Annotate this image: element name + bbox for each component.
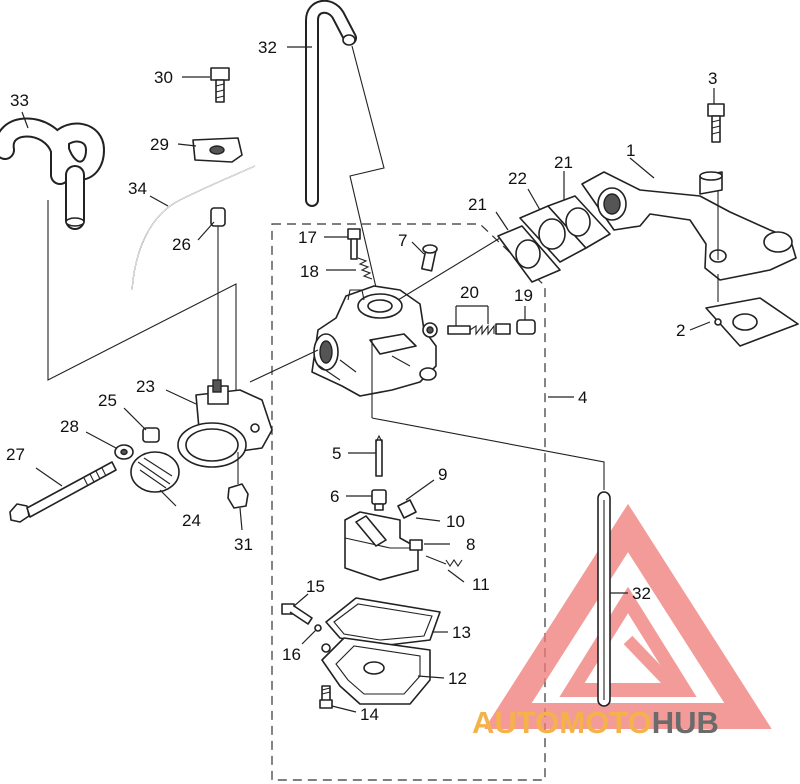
spring-part-18 [357, 257, 373, 280]
ref-line-33 [47, 200, 237, 392]
callout-12: 12 [448, 669, 467, 688]
cable-part-34 [131, 165, 256, 291]
callout-labels: 1 2 3 4 5 6 7 8 9 10 11 12 13 14 15 16 1… [6, 38, 717, 724]
callout-32-top: 32 [258, 38, 277, 57]
ref-line-32-top [349, 45, 385, 297]
cap-part-19 [516, 319, 536, 335]
gasket-part-24 [130, 451, 180, 493]
callout-11: 11 [472, 575, 490, 594]
carburetor-body [311, 285, 438, 418]
pin-part-9 [397, 499, 417, 519]
gasket-part-21-left [497, 225, 561, 283]
callout-30: 30 [154, 68, 173, 87]
callout-19: 19 [514, 286, 533, 305]
watermark-logo [484, 503, 772, 729]
bolt-part-3 [707, 103, 725, 143]
callout-32-bottom: 32 [632, 584, 651, 603]
gasket-part-13 [325, 597, 441, 647]
assembly-boundary [271, 223, 546, 781]
callout-22: 22 [508, 169, 527, 188]
callout-1: 1 [626, 141, 635, 160]
callout-20: 20 [460, 283, 479, 302]
callout-31: 31 [234, 535, 253, 554]
callout-34: 34 [128, 179, 147, 198]
bolt-part-27 [9, 461, 117, 523]
screw-part-17 [347, 228, 361, 260]
float-part-8 [344, 511, 423, 581]
callout-16: 16 [282, 645, 301, 664]
callout-21-right: 21 [554, 153, 573, 172]
watermark-brand-part1: AUTOMOTO [472, 705, 652, 740]
screw-part-7 [421, 244, 438, 272]
vent-tube-part-32-bottom [597, 491, 611, 707]
callout-13: 13 [452, 623, 471, 642]
drain-screw-part-15 [281, 603, 313, 625]
callout-15: 15 [306, 577, 325, 596]
callout-28: 28 [60, 417, 79, 436]
nut-part-31 [227, 483, 249, 509]
hose-part-33 [0, 117, 106, 230]
leader-lines [21, 46, 715, 713]
callout-14: 14 [360, 705, 379, 724]
callout-27: 27 [6, 445, 25, 464]
ring-part-16 [314, 624, 322, 632]
watermark-brand-part2: HUB [652, 705, 719, 740]
float-bowl-part-12 [321, 637, 431, 705]
needle-part-5 [375, 434, 383, 477]
holder-part-23 [177, 379, 273, 468]
callout-7: 7 [398, 231, 407, 250]
svg-text:AUTOMOTOHUB: AUTOMOTOHUB [472, 705, 719, 740]
callout-25: 25 [98, 391, 117, 410]
vent-tube-part-32-top [305, 0, 357, 207]
insulator-part-22 [519, 205, 587, 263]
callout-26: 26 [172, 235, 191, 254]
callout-9: 9 [438, 465, 447, 484]
pilot-screw-part-20 [447, 323, 511, 336]
gasket-part-2 [705, 297, 799, 347]
callout-23: 23 [136, 377, 155, 396]
screw-part-14 [319, 685, 333, 709]
callout-10: 10 [446, 512, 465, 531]
callout-6: 6 [330, 487, 339, 506]
bolt-part-30 [210, 67, 230, 103]
jet-part-6 [371, 489, 387, 511]
callout-3: 3 [708, 69, 717, 88]
callout-8: 8 [466, 535, 475, 554]
callout-18: 18 [300, 262, 319, 281]
screw-part-11 [425, 555, 463, 567]
callout-24: 24 [182, 511, 201, 530]
manifold-part-1 [581, 171, 797, 281]
collar-part-25 [142, 427, 160, 443]
callout-33: 33 [10, 91, 29, 110]
gasket-part-21-right [547, 195, 611, 249]
callout-2: 2 [676, 321, 685, 340]
callout-29: 29 [150, 135, 169, 154]
callout-5: 5 [332, 444, 341, 463]
callout-21-left: 21 [468, 195, 487, 214]
callout-4: 4 [578, 388, 587, 407]
watermark-brand: AUTOMOTOHUB [472, 705, 719, 740]
plate-part-29 [192, 137, 243, 163]
callout-17: 17 [298, 228, 317, 247]
washer-part-28 [114, 444, 134, 460]
